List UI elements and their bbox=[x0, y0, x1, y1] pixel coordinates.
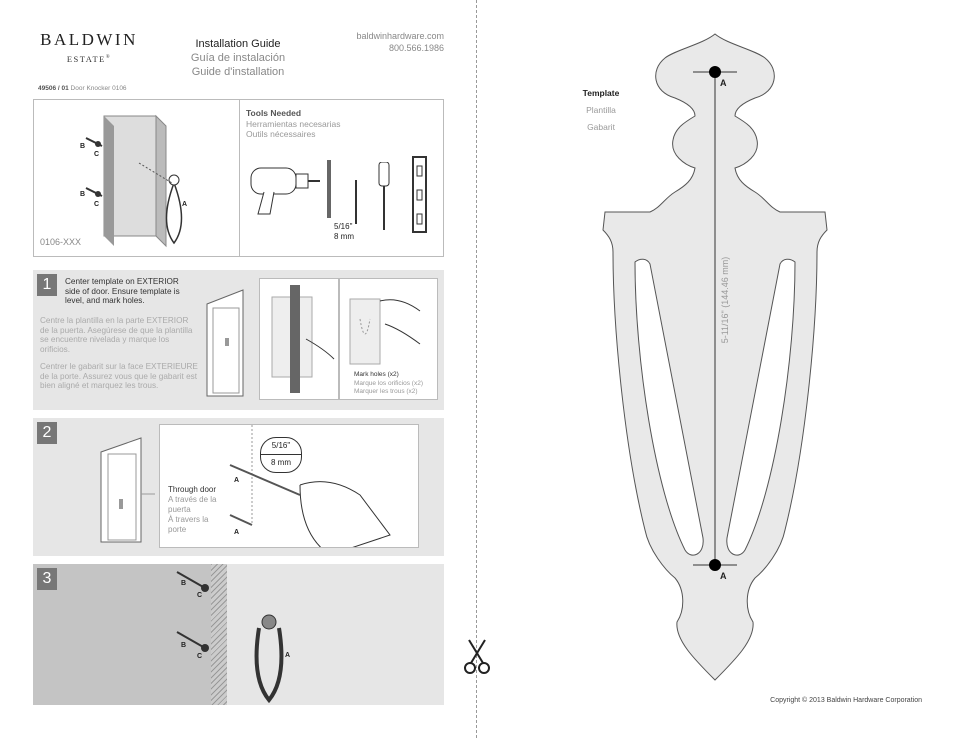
model-number: 0106-XXX bbox=[40, 237, 82, 247]
step-2-detail: 5/16" 8 mm A A Through door A través de … bbox=[159, 424, 419, 548]
step-2-panel: 2 5/16" 8 mm A A Through door A través d… bbox=[33, 418, 444, 556]
drill-bit-icon bbox=[327, 160, 331, 218]
screws-illustration bbox=[176, 571, 209, 652]
copyright: Copyright © 2013 Baldwin Hardware Corpor… bbox=[770, 697, 922, 704]
step-3-panel: 3 B C B C A bbox=[33, 564, 444, 705]
step-1-instructions-fr: Centrer le gabarit sur la face EXTERIEUR… bbox=[40, 362, 198, 390]
level-icon bbox=[412, 156, 427, 233]
brand-sub: ESTATE® bbox=[66, 54, 112, 64]
label-b-top: B bbox=[181, 580, 187, 587]
hero-panel: B C B C A 0106-XXX Tools Needed Herramie… bbox=[33, 99, 444, 257]
tools-needed: Tools Needed Herramientas necesarias Out… bbox=[246, 108, 341, 139]
template-dimension: 5-11/16" (144.46 mm) bbox=[720, 256, 730, 344]
label-a: A bbox=[234, 477, 240, 484]
drill-size-badge: 5/16" 8 mm bbox=[260, 437, 302, 473]
mark-holes-caption: Mark holes (x2) Marque los orificios (x2… bbox=[354, 371, 423, 395]
step-1-instructions-es: Centre la plantilla en la parte EXTERIOR… bbox=[40, 316, 193, 354]
through-door-caption: Through door A través de la puerta À tra… bbox=[168, 485, 217, 534]
svg-text:C: C bbox=[94, 201, 99, 208]
website-link[interactable]: baldwinhardware.com bbox=[356, 31, 444, 41]
step-3-number: 3 bbox=[37, 568, 57, 590]
screwdriver-icon bbox=[378, 162, 390, 230]
brand-name: BALDWIN bbox=[40, 30, 138, 49]
guide-title: Installation Guide Guía de instalación G… bbox=[190, 38, 286, 78]
step-1-detail-left bbox=[259, 278, 339, 400]
contact-info: baldwinhardware.com 800.566.1986 bbox=[356, 31, 444, 54]
label-c-top: C bbox=[197, 592, 203, 599]
svg-text:B: B bbox=[80, 143, 85, 150]
door-illustration bbox=[100, 437, 155, 543]
nail-icon bbox=[355, 180, 357, 224]
door-knocker-illustration: B C B C A bbox=[80, 114, 187, 248]
template-title: Template Plantilla Gabarit bbox=[582, 88, 620, 132]
label-a: A bbox=[285, 652, 291, 659]
template-cutout bbox=[602, 33, 828, 681]
phone-number: 800.566.1986 bbox=[388, 42, 444, 53]
scissors-icon bbox=[464, 639, 490, 674]
fold-line bbox=[476, 0, 477, 738]
drill-bit-size: 5/16"8 mm bbox=[334, 222, 354, 241]
svg-text:A: A bbox=[182, 201, 187, 208]
template-point-top-label: A bbox=[720, 78, 727, 88]
label-b-bottom: B bbox=[181, 642, 187, 649]
step-2-number: 2 bbox=[37, 422, 57, 444]
knocker-illustration bbox=[254, 614, 284, 704]
template-point-bottom-label: A bbox=[720, 571, 727, 581]
step-1-number: 1 bbox=[37, 274, 57, 296]
part-number: 49506 / 01 Door Knocker 0106 bbox=[38, 85, 127, 92]
door-illustration bbox=[206, 289, 244, 397]
brand-logo: BALDWIN ESTATE® bbox=[33, 30, 145, 64]
step-1-instructions-en: Center template on EXTERIOR side of door… bbox=[65, 277, 180, 305]
step-1-detail-right: Mark holes (x2) Marque los orificios (x2… bbox=[339, 278, 438, 400]
door-edge bbox=[211, 564, 227, 705]
svg-text:B: B bbox=[80, 191, 85, 198]
label-a-lower: A bbox=[234, 529, 240, 536]
drill-icon bbox=[250, 167, 320, 215]
svg-text:C: C bbox=[94, 151, 99, 158]
label-c-bottom: C bbox=[197, 653, 203, 660]
step-1-panel: 1 Center template on EXTERIOR side of do… bbox=[33, 270, 444, 410]
